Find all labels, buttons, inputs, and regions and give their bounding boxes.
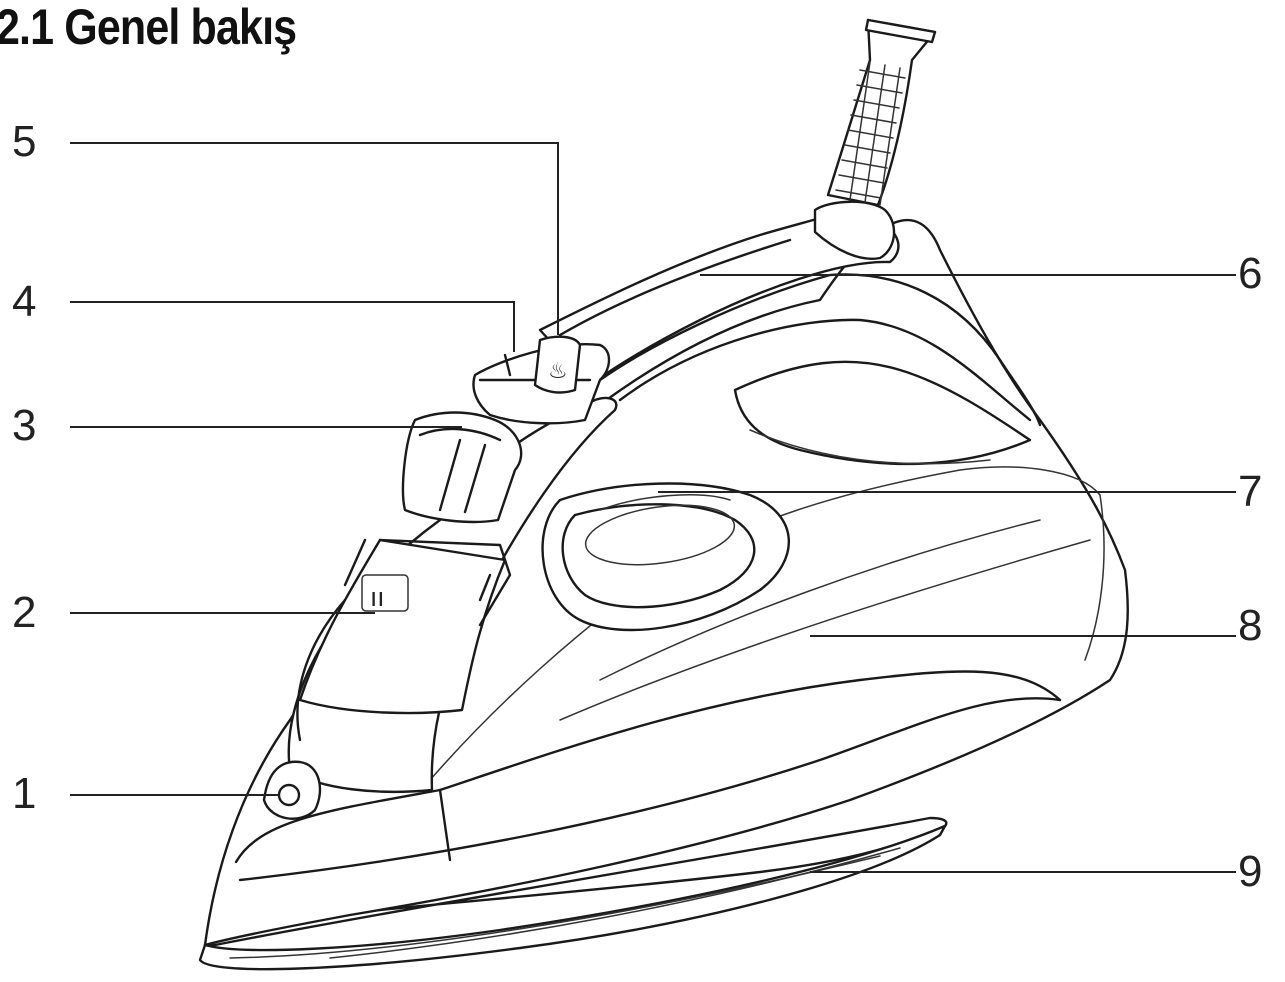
callouts: 5 4 3 2 1 6 7 8 9 [12, 117, 1262, 896]
top-buttons: ♨ [401, 335, 611, 524]
svg-text:♨: ♨ [548, 359, 568, 384]
callout-4: 4 [12, 277, 36, 326]
svg-text:ıı: ıı [370, 583, 384, 613]
leader-line-5 [70, 142, 559, 335]
callout-5: 5 [12, 117, 36, 166]
callout-1: 1 [12, 769, 36, 818]
cord-guard [813, 18, 937, 260]
section-heading: 2.1 Genel bakış [0, 0, 297, 55]
callout-9: 9 [1238, 847, 1262, 896]
handle [538, 213, 1042, 466]
leader-line-4 [70, 301, 515, 352]
callout-8: 8 [1238, 601, 1262, 650]
callout-2: 2 [12, 588, 36, 637]
callout-3: 3 [12, 401, 36, 450]
callout-7: 7 [1238, 467, 1262, 516]
steam-dial [541, 482, 791, 632]
steam-iron-illustration: ıı ♨ [198, 18, 1129, 971]
front-panel: ıı [287, 396, 618, 794]
callout-6: 6 [1238, 249, 1262, 298]
soleplate [198, 816, 948, 971]
